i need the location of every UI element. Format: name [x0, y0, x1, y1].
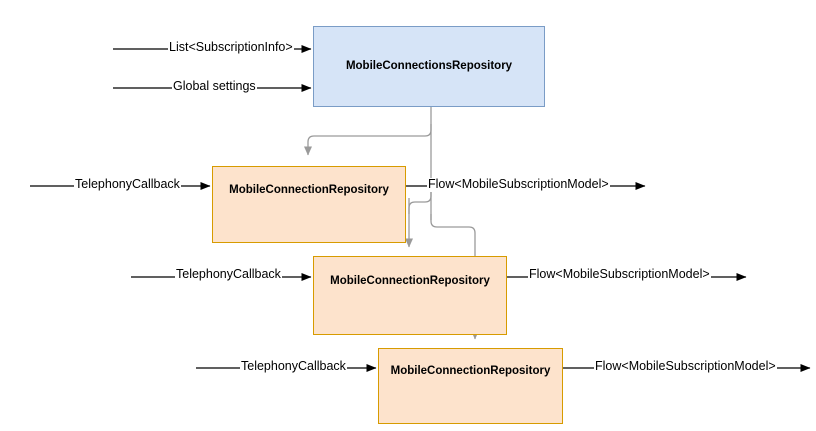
node-connection-repository-2[interactable]: MobileConnectionRepository [313, 256, 507, 335]
edge-label-telephony-callback-2: TelephonyCallback [175, 267, 282, 282]
node-label: MobileConnectionRepository [330, 274, 490, 287]
node-label: MobileConnectionRepository [390, 365, 551, 378]
node-label: MobileConnectionRepository [229, 183, 389, 196]
node-connection-repository-1[interactable]: MobileConnectionRepository [212, 166, 406, 243]
node-connections-repository[interactable]: MobileConnectionsRepository [313, 26, 545, 107]
edge-label-flow-model-3: Flow<MobileSubscriptionModel> [594, 359, 777, 374]
connector-to-repo-3 [430, 214, 479, 340]
edge-label-global-settings: Global settings [172, 79, 257, 94]
edge-label-telephony-callback-1: TelephonyCallback [74, 177, 181, 192]
connector-to-repo-1 [304, 124, 432, 156]
edge-label-telephony-callback-3: TelephonyCallback [240, 359, 347, 374]
edge-label-list-subscription-info: List<SubscriptionInfo> [168, 40, 294, 55]
node-label: MobileConnectionsRepository [345, 59, 513, 72]
edge-label-flow-model-2: Flow<MobileSubscriptionModel> [528, 267, 711, 282]
connector-to-repo-2-stub [408, 190, 432, 214]
edge-label-flow-model-1: Flow<MobileSubscriptionModel> [427, 177, 610, 192]
node-connection-repository-3[interactable]: MobileConnectionRepository [378, 348, 563, 424]
